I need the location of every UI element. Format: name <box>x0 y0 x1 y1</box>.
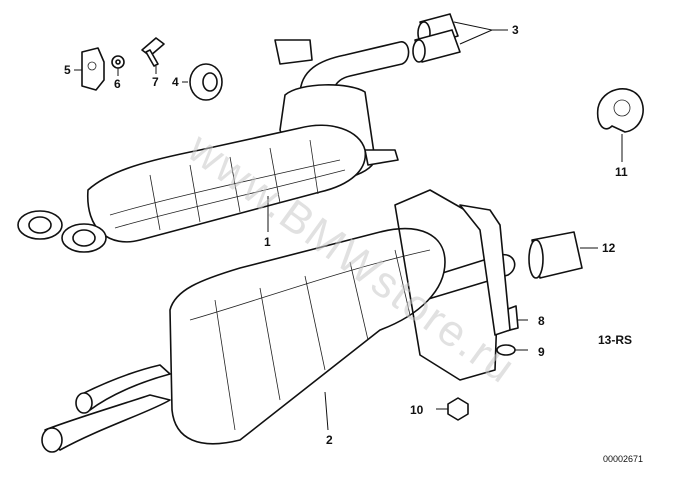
sleeve-part-12 <box>528 231 598 279</box>
hanger-strap <box>459 204 511 336</box>
part-label-1: 1 <box>264 235 271 249</box>
front-silencer-part-1 <box>17 39 410 253</box>
part-label-2: 2 <box>326 433 333 447</box>
sleeves-part-3 <box>412 13 508 63</box>
part-label-10: 10 <box>410 403 424 417</box>
bracket-part-5 <box>74 47 105 91</box>
nut-part-10 <box>436 397 469 421</box>
washer-part-9 <box>496 344 528 356</box>
bolt-part-7 <box>141 37 165 74</box>
part-label-11: 11 <box>615 165 628 179</box>
part-label-9: 9 <box>538 345 545 359</box>
clamp-part-11 <box>596 88 644 162</box>
part-label-7: 7 <box>152 75 159 89</box>
part-label-8: 8 <box>538 314 545 328</box>
part-label-3: 3 <box>512 23 519 37</box>
part-label-4: 4 <box>172 75 179 89</box>
rubber-mount-part-4 <box>182 63 223 101</box>
washer-part-6 <box>111 55 125 76</box>
part-label-6: 6 <box>114 77 121 91</box>
drawing-code: 00002671 <box>603 454 643 464</box>
part-label-12: 12 <box>602 241 616 255</box>
variant-label: 13-RS <box>598 333 632 347</box>
part-label-5: 5 <box>64 63 71 77</box>
